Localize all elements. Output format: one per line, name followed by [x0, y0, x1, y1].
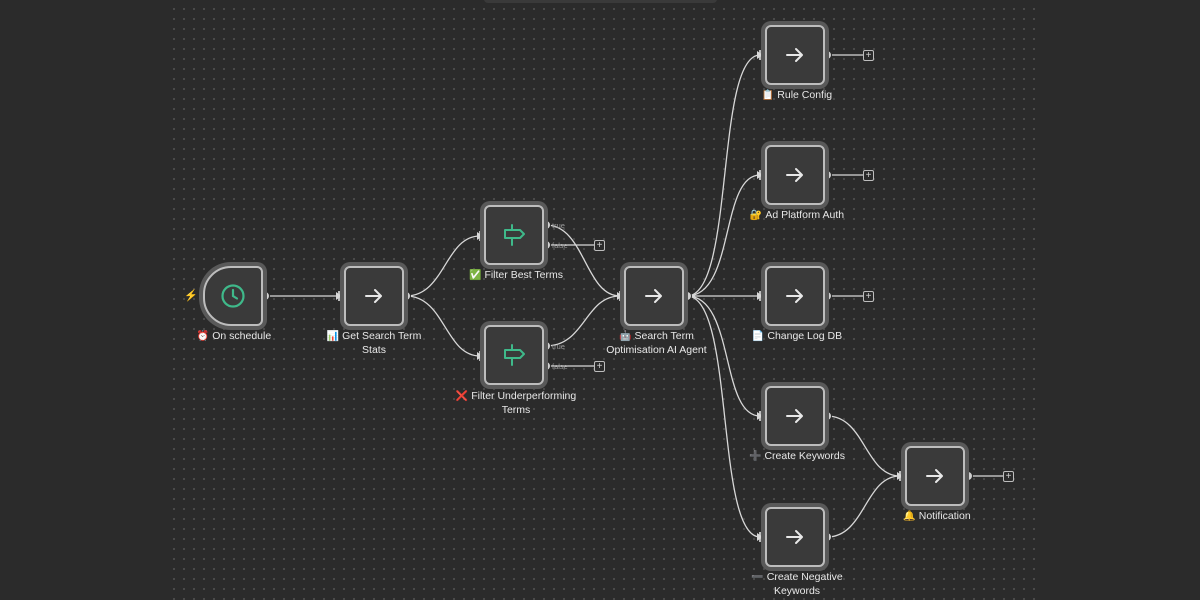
node-label-filter-best-terms: ✅Filter Best Terms — [468, 269, 564, 281]
arrow-right-icon — [784, 164, 806, 186]
node-label-filter-underperforming-terms: ❌Filter Underperforming Terms — [455, 390, 577, 416]
port-label-true: true — [552, 342, 565, 351]
bell-icon: 🔔 — [903, 511, 916, 522]
plus-icon: + — [1005, 471, 1012, 482]
plus-sign-icon: ➕ — [749, 451, 762, 462]
bar-chart-icon: 📊 — [326, 331, 340, 342]
node-notification[interactable] — [905, 446, 965, 506]
node-change-log-db[interactable] — [765, 266, 825, 326]
node-get-search-term-stats[interactable] — [344, 266, 404, 326]
node-label-notification: 🔔Notification — [903, 510, 971, 522]
node-ai-agent[interactable] — [624, 266, 684, 326]
arrow-right-icon — [784, 44, 806, 66]
add-node-button[interactable]: + — [1003, 471, 1014, 482]
port-label-true: true — [552, 221, 565, 230]
document-icon: 📄 — [751, 331, 765, 342]
plus-icon: + — [865, 291, 872, 302]
top-toolbar-edge — [484, 0, 717, 3]
add-node-button[interactable]: + — [594, 240, 605, 251]
node-label-create-negative-keywords: ➖Create Negative Keywords — [751, 571, 843, 597]
node-create-keywords[interactable] — [765, 386, 825, 446]
arrow-right-icon — [784, 285, 806, 307]
arrow-right-icon — [363, 285, 385, 307]
arrow-right-icon — [643, 285, 665, 307]
lightning-icon[interactable]: ⚡ — [184, 290, 198, 302]
node-label-get-search-term-stats: 📊Get Search Term Stats — [326, 330, 422, 356]
plus-icon: + — [596, 240, 603, 251]
arrow-right-icon — [784, 526, 806, 548]
alarm-clock-icon: ⏰ — [196, 331, 210, 342]
node-label-ai-agent: 🤖Search Term Optimisation AI Agent — [606, 330, 707, 356]
node-filter-underperforming-terms[interactable] — [484, 325, 544, 385]
node-filter-best-terms[interactable] — [484, 205, 544, 265]
add-node-button[interactable]: + — [863, 291, 874, 302]
lock-icon: 🔐 — [749, 210, 763, 221]
port-label-false: false — [552, 362, 568, 371]
cross-mark-icon: ❌ — [455, 391, 469, 402]
add-node-button[interactable]: + — [863, 50, 874, 61]
node-ad-platform-auth[interactable] — [765, 145, 825, 205]
node-label-ad-platform-auth: 🔐Ad Platform Auth — [749, 209, 845, 221]
checkmark-icon: ✅ — [468, 270, 482, 281]
port-label-false: false — [552, 241, 568, 250]
node-label-create-keywords: ➕Create Keywords — [749, 450, 845, 462]
minus-sign-icon: ➖ — [751, 572, 764, 583]
node-label-on-schedule: ⏰On schedule — [196, 330, 272, 342]
clock-icon — [220, 283, 246, 309]
node-create-negative-keywords[interactable] — [765, 507, 825, 567]
arrow-right-icon — [784, 405, 806, 427]
robot-icon: 🤖 — [619, 331, 632, 342]
add-node-button[interactable]: + — [594, 361, 605, 372]
plus-icon: + — [865, 170, 872, 181]
arrow-right-icon — [924, 465, 946, 487]
node-label-rule-config: 📋Rule Config — [761, 89, 833, 101]
plus-icon: + — [596, 361, 603, 372]
node-label-change-log-db: 📄Change Log DB — [751, 330, 843, 342]
clipboard-icon: 📋 — [761, 90, 775, 101]
node-on-schedule[interactable] — [203, 266, 263, 326]
signpost-icon — [501, 222, 527, 248]
node-rule-config[interactable] — [765, 25, 825, 85]
add-node-button[interactable]: + — [863, 170, 874, 181]
plus-icon: + — [865, 50, 872, 61]
signpost-icon — [501, 342, 527, 368]
